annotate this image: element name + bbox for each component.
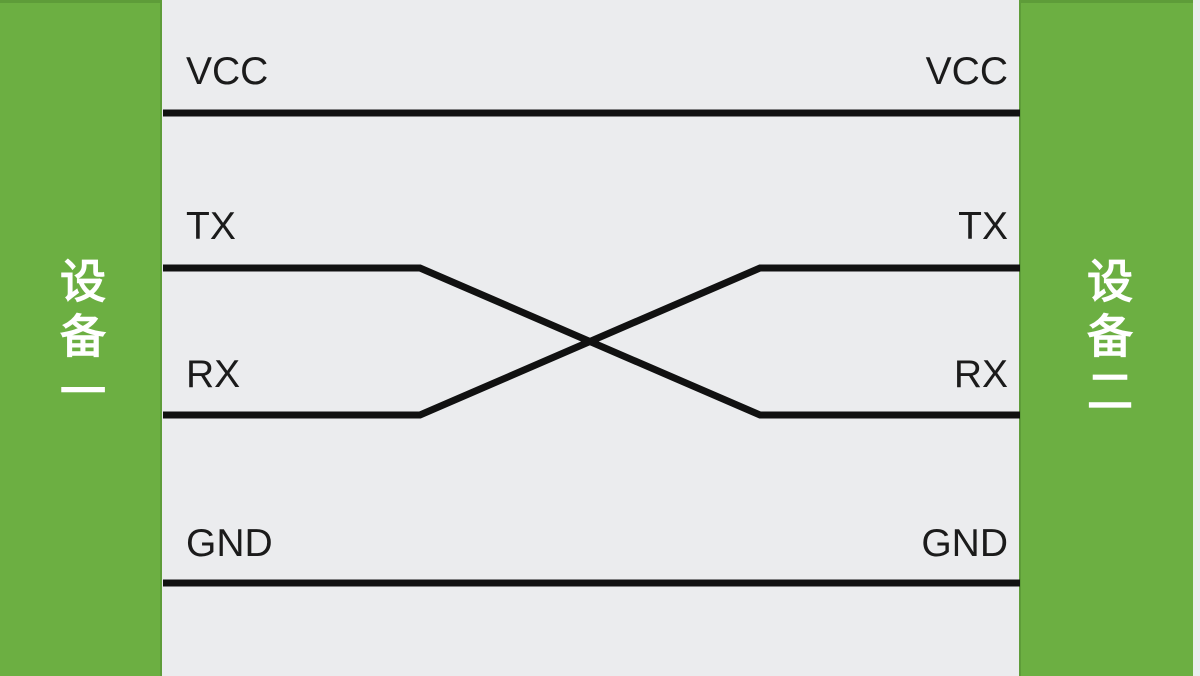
- device-label-left: 设备一: [54, 257, 106, 422]
- device-panel-left: 设备一: [0, 0, 162, 676]
- pin-label-right-gnd: GND: [921, 522, 1008, 565]
- wire-rx-to-tx: [163, 264, 1020, 419]
- wire-tx-to-rx: [163, 264, 1020, 419]
- pin-label-left-vcc: VCC: [186, 50, 269, 93]
- pin-label-left-gnd: GND: [186, 522, 273, 565]
- device-label-right: 设备二: [1081, 257, 1133, 422]
- pin-label-right-tx: TX: [958, 205, 1008, 248]
- pin-label-right-rx: RX: [953, 353, 1008, 396]
- pin-label-left-rx: RX: [186, 353, 241, 396]
- pin-label-right-vcc: VCC: [925, 50, 1008, 93]
- pin-label-left-tx: TX: [186, 205, 236, 248]
- right-edge-strip: [1193, 0, 1200, 676]
- device-panel-right: 设备二: [1019, 0, 1193, 676]
